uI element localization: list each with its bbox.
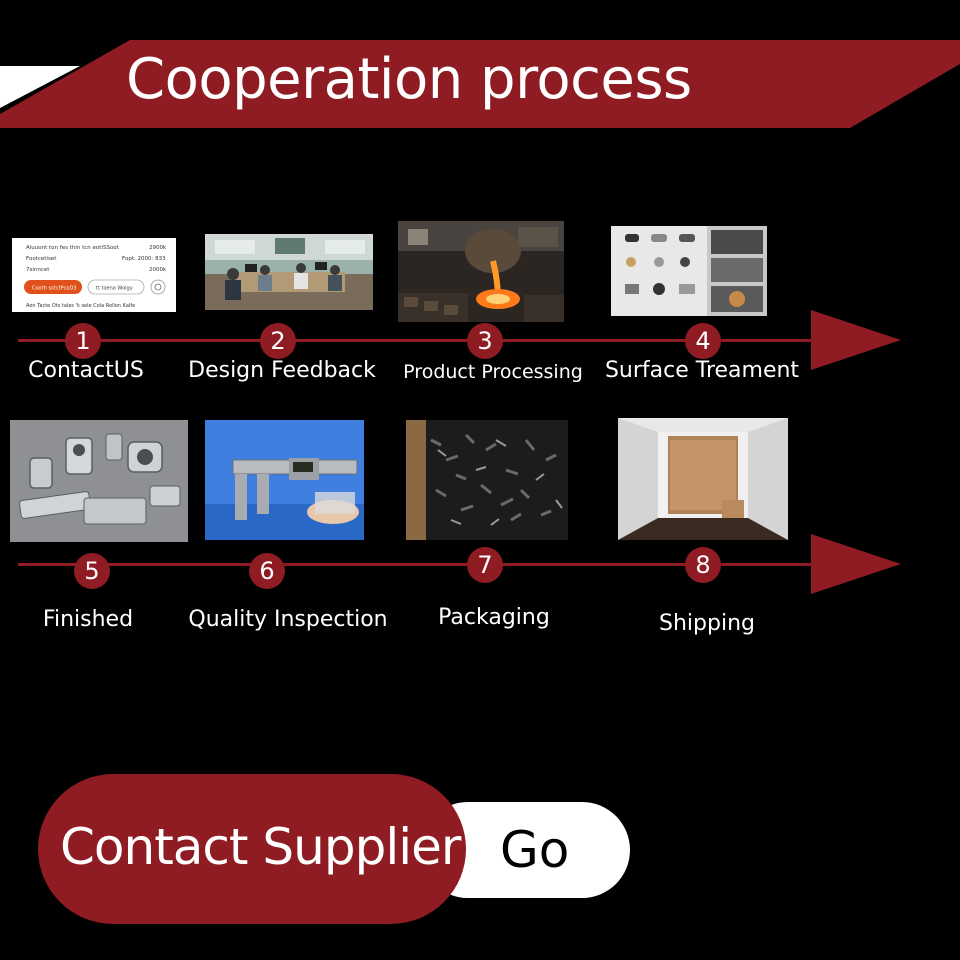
metal-parts-grid-photo	[611, 226, 767, 316]
form-row2-right: Fopt. 2000: 833	[122, 256, 166, 262]
form-secondary-button: tt toena Woigy	[96, 286, 133, 292]
process-arrow-row1-head-icon	[811, 310, 901, 370]
step-label-4: Surface Treament	[604, 358, 800, 383]
office-team-photo	[205, 234, 373, 310]
metal-parts-grid-photo-icon	[611, 226, 767, 316]
step-number-2: 2	[260, 323, 296, 359]
finished-metal-parts-photo-icon	[10, 420, 188, 542]
molten-metal-pouring-photo	[398, 221, 564, 322]
step-number-1: 1	[65, 323, 101, 359]
contact-form-screenshot-icon: Aluuont ton fes thin tcn eotiSSoot 2900k…	[12, 238, 176, 312]
page-title: Cooperation process	[126, 47, 692, 112]
packaging-parts-photo	[406, 420, 568, 540]
step-label-3: Product Processing	[403, 361, 583, 383]
process-arrow-row1-line	[18, 339, 818, 342]
shipping-container-photo-icon	[618, 418, 788, 540]
step-number-5: 5	[74, 553, 110, 589]
form-footer: Aon Tacte Ots tales 'k sele Cola Rollon …	[26, 303, 135, 309]
contact-form-screenshot-photo: Aluuont ton fes thin tcn eotiSSoot 2900k…	[12, 238, 176, 312]
form-row3-left: 7sinncet	[26, 267, 50, 273]
step-number-4: 4	[685, 323, 721, 359]
step-number-3: 3	[467, 323, 503, 359]
step-number-6: 6	[249, 553, 285, 589]
finished-metal-parts-photo	[10, 420, 188, 542]
step-number-8: 8	[685, 547, 721, 583]
form-row1-right: 2900k	[149, 245, 167, 251]
step-label-5: Finished	[42, 607, 134, 632]
form-row1-left: Aluuont ton fes thin tcn eotiSSoot	[26, 245, 120, 251]
process-arrow-row2-head-icon	[811, 534, 901, 594]
form-row2-left: Footcetiset	[26, 256, 57, 262]
packaging-parts-photo-icon	[406, 420, 568, 540]
step-label-2: Design Feedback	[188, 358, 376, 383]
caliper-inspection-photo-icon	[205, 420, 364, 540]
go-button-label[interactable]: Go	[500, 821, 570, 879]
step-label-7: Packaging	[438, 605, 550, 630]
step-label-6: Quality Inspection	[188, 607, 388, 632]
shipping-container-photo	[618, 418, 788, 540]
caliper-inspection-photo	[205, 420, 364, 540]
contact-supplier-label[interactable]: Contact Supplier	[60, 818, 461, 876]
form-row3-right: 2000k	[149, 267, 167, 273]
office-team-photo-icon	[205, 234, 373, 310]
step-label-8: Shipping	[659, 611, 755, 636]
form-primary-button: Cooth sotctPcoD3	[32, 286, 77, 292]
step-label-1: ContactUS	[28, 358, 144, 383]
molten-metal-pouring-photo-icon	[398, 221, 564, 322]
step-number-7: 7	[467, 547, 503, 583]
header-banner	[0, 40, 960, 128]
contact-supplier-button[interactable]	[38, 774, 466, 924]
process-arrow-row2-line	[18, 563, 818, 566]
